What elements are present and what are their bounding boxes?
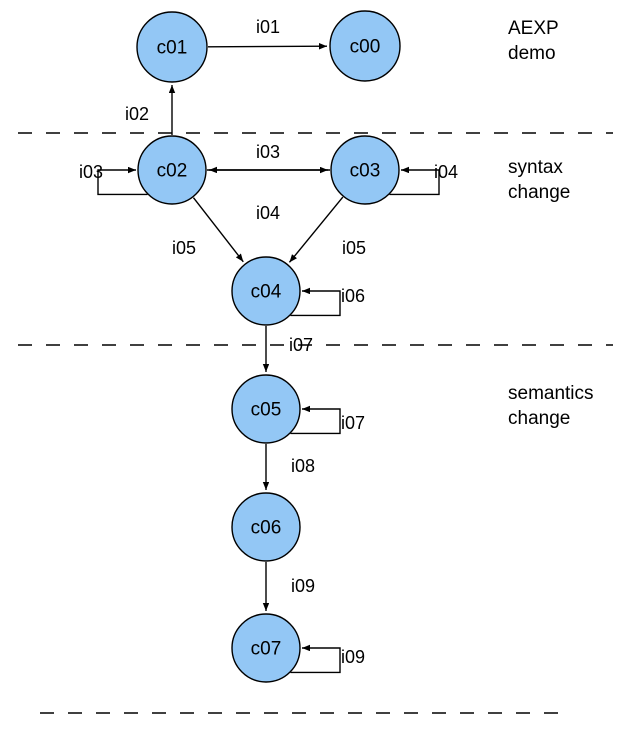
section-dividers [18,132,613,714]
node-circle-c01 [136,11,208,83]
region-syntax-change: syntax change [508,157,571,203]
edge-label-e-c01-c00: i01 [256,17,280,37]
state-node-c04[interactable]: c04 [231,256,301,326]
node-label-c06: c06 [251,518,282,539]
edge-label-e-c03-c03: i04 [434,162,458,182]
region-aexp-demo: AEXP demo [508,18,559,64]
node-label-c07: c07 [251,639,282,660]
state-node-c07[interactable]: c07 [231,613,301,683]
state-node-c06[interactable]: c06 [231,492,301,562]
edge-label-e-c04-c05: i07 [289,335,313,355]
node-circle-c07 [231,613,301,683]
state-node-c05[interactable]: c05 [231,374,301,444]
edge-label-e-c03-c04: i05 [342,238,366,258]
transition-labels: i01 i02 i03 i03 i04 i04 i05 i05 i06 i07 i07 i08 i09 i… [79,17,458,667]
e-c02-c04 [192,197,244,263]
node-circle-c05 [231,374,301,444]
edge-label-e-c04-c04: i06 [341,286,365,306]
e-c07-c07 [290,644,341,674]
node-label-c04: c04 [251,282,282,303]
node-circle-c06 [231,492,301,562]
state-node-c03[interactable]: c03 [330,135,400,205]
edge-label-e-c05-c05: i07 [341,413,365,433]
node-circle-c04 [231,256,301,326]
node-circle-c02 [137,135,207,205]
edge-label-e-c06-c07: i09 [291,576,315,596]
state-node-c02[interactable]: c02 [137,135,207,205]
state-node-c00[interactable]: c00 [329,10,401,82]
node-label-c03: c03 [350,161,381,182]
node-label-c05: c05 [251,400,282,421]
node-circle-c00 [329,10,401,82]
state-nodes: c01 c00 c02 c03 c04 c05 c06 c07 [136,10,401,683]
node-label-c00: c00 [350,37,381,58]
node-label-c02: c02 [157,161,188,182]
edge-label-e-c05-c06: i08 [291,456,315,476]
e-c05-c05 [290,405,341,435]
e-c01-c00 [207,43,328,50]
e-c02-c02 [97,166,148,196]
edge-label-e-c02-c01: i02 [125,104,149,124]
node-circle-c03 [330,135,400,205]
edge-label-e-c02-c04: i05 [172,238,196,258]
e-c04-c04 [290,287,341,317]
state-node-c01[interactable]: c01 [136,11,208,83]
node-label-c01: c01 [157,38,188,59]
edge-label-e-c02-c03: i04 [256,203,280,223]
e-c03-c03 [389,166,440,196]
edge-label-e-c03-c02: i03 [256,142,280,162]
edge-label-e-c07-c07: i09 [341,647,365,667]
e-c03-c04 [288,196,344,263]
region-semantics-change: semantics change [508,383,594,429]
transition-edges [97,43,440,674]
edge-label-e-c02-c02: i03 [79,162,103,182]
